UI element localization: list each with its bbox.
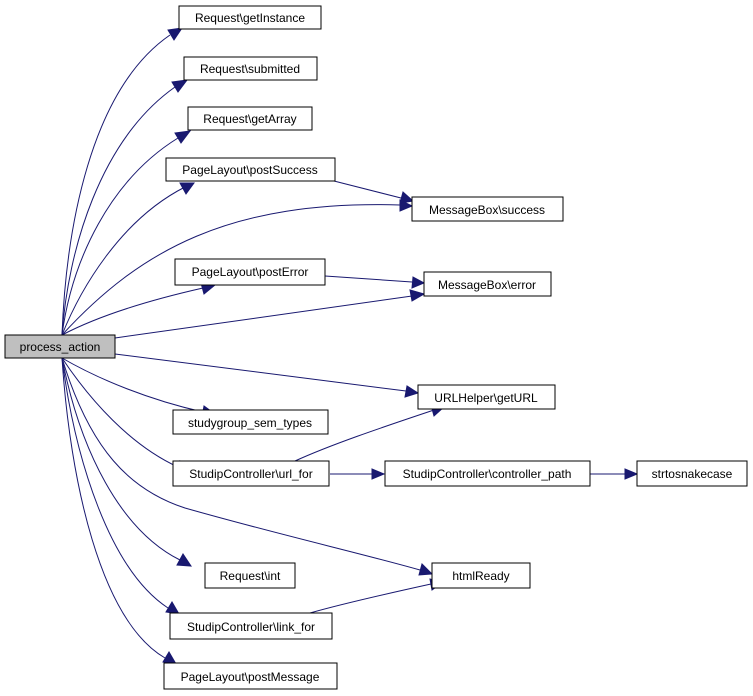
node-messagebox-success[interactable]: MessageBox\success (411, 196, 564, 222)
node-studygroup-sem-types[interactable]: studygroup_sem_types (172, 409, 329, 435)
edge-root-to-request-getinstance (61, 27, 184, 336)
node-htmlready-label: htmlReady (452, 569, 509, 583)
node-pagelayout-postsuccess[interactable]: PageLayout\postSuccess (165, 157, 336, 182)
node-studipcontroller-link-for-label: StudipController\link_for (187, 620, 315, 634)
node-process-action-label: process_action (20, 340, 101, 354)
node-request-getinstance[interactable]: Request\getInstance (178, 5, 322, 30)
node-studipcontroller-controller-path-label: StudipController\controller_path (403, 467, 572, 481)
node-request-submitted-label: Request\submitted (200, 62, 300, 76)
edge-root-to-messagebox-error (114, 289, 426, 339)
node-urlhelper-geturl[interactable]: URLHelper\getURL (417, 384, 556, 410)
node-messagebox-error-label: MessageBox\error (438, 278, 536, 292)
node-studipcontroller-link-for[interactable]: StudipController\link_for (169, 612, 333, 640)
node-request-submitted[interactable]: Request\submitted (183, 56, 318, 81)
node-request-getarray-label: Request\getArray (203, 112, 296, 126)
edge-link-for-to-htmlready (309, 578, 445, 614)
edge-posterror-to-messagebox-error (324, 275, 426, 289)
node-pagelayout-posterror-label: PageLayout\postError (192, 265, 309, 279)
node-request-getinstance-label: Request\getInstance (195, 11, 305, 25)
node-strtosnakecase-label: strtosnakecase (652, 467, 733, 481)
node-messagebox-error[interactable]: MessageBox\error (423, 271, 552, 297)
node-studipcontroller-url-for[interactable]: StudipController\url_for (172, 460, 330, 487)
node-htmlready[interactable]: htmlReady (431, 562, 531, 589)
node-process-action[interactable]: process_action (4, 334, 116, 359)
node-studipcontroller-controller-path[interactable]: StudipController\controller_path (384, 460, 591, 487)
edge-root-to-htmlready (61, 357, 434, 576)
edge-root-to-studygroup-sem-types (61, 357, 217, 418)
edge-postsuccess-to-messagebox-success (333, 180, 415, 204)
call-nodes: process_action Request\getInstance Reque… (4, 5, 748, 690)
node-request-int[interactable]: Request\int (204, 562, 296, 589)
node-studygroup-sem-types-label: studygroup_sem_types (188, 416, 312, 430)
call-edges (61, 27, 639, 665)
node-pagelayout-posterror[interactable]: PageLayout\postError (174, 258, 326, 286)
node-messagebox-success-label: MessageBox\success (429, 203, 545, 217)
edge-root-to-studipcontroller-link-for (61, 357, 180, 615)
node-pagelayout-postmessage[interactable]: PageLayout\postMessage (163, 662, 338, 690)
edge-root-to-pagelayout-postsuccess (61, 182, 195, 336)
node-pagelayout-postmessage-label: PageLayout\postMessage (181, 670, 320, 684)
edge-root-to-request-submitted (61, 79, 189, 336)
node-urlhelper-geturl-label: URLHelper\getURL (434, 391, 538, 405)
node-strtosnakecase[interactable]: strtosnakecase (636, 460, 748, 487)
edge-controller-path-to-strtosnakecase (590, 468, 639, 480)
edge-root-to-request-int (61, 357, 192, 567)
node-pagelayout-postsuccess-label: PageLayout\postSuccess (182, 163, 317, 177)
edge-root-to-urlhelper-geturl (114, 353, 420, 398)
edge-url-for-to-controller-path (330, 468, 386, 480)
node-studipcontroller-url-for-label: StudipController\url_for (189, 467, 312, 481)
node-request-getarray[interactable]: Request\getArray (187, 106, 313, 131)
node-request-int-label: Request\int (220, 569, 281, 583)
edge-root-to-request-getarray (61, 130, 192, 336)
